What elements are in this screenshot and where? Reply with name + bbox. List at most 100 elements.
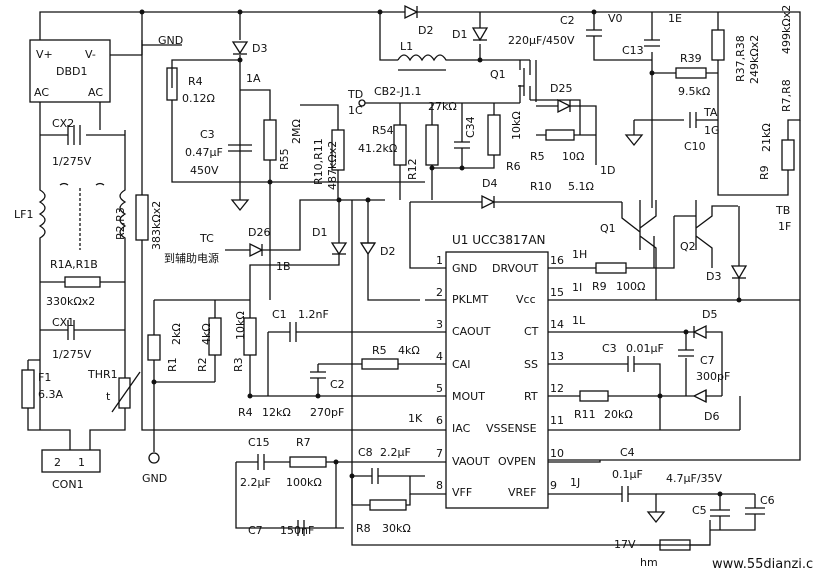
c13-label: C13 (622, 44, 644, 57)
r7-resistor (289, 456, 327, 468)
diode-d2-top (404, 4, 419, 20)
pin-ss: SS (524, 358, 538, 371)
r3-value: 10kΩ (234, 311, 247, 340)
pin-num-2: 2 (436, 286, 443, 299)
r5-value: 4kΩ (398, 344, 420, 357)
c8-label: C8 (358, 446, 373, 459)
v17-resistor (659, 539, 691, 551)
cx2-label: CX2 (52, 117, 74, 130)
v17-label: 17V (614, 538, 636, 551)
r55-value: 2MΩ (290, 119, 303, 144)
l1-label: L1 (400, 40, 413, 53)
con1-label: CON1 (52, 478, 84, 491)
transistor-q1 (621, 200, 657, 300)
c4-value: 0.1μF (612, 468, 643, 481)
connector-con1 (41, 449, 101, 473)
c3-label: C3 (200, 128, 215, 141)
c7b-value: 150nF (280, 524, 314, 537)
r7-label: R7 (296, 436, 311, 449)
r11-value: 20kΩ (604, 408, 633, 421)
pin-num-13: 13 (550, 350, 564, 363)
pin-vcc: Vcc (516, 293, 536, 306)
r2r3-divider: R2,R3 383kΩx2 GND (114, 9, 425, 485)
thr1-label: THR1 (87, 368, 118, 381)
pin-num-4: 4 (436, 350, 443, 363)
diode-d6 (692, 388, 707, 404)
diode-d1 (330, 242, 348, 256)
pin-mout: MOUT (452, 390, 485, 403)
pin-num-5: 5 (436, 382, 443, 395)
r5-top-label: R5 (530, 150, 545, 163)
lf1-label: LF1 (14, 208, 33, 221)
r11-label: R11 (574, 408, 596, 421)
r3-label: R3 (232, 357, 245, 372)
gnd-top-label: GND (158, 34, 183, 47)
pin-vaout: VAOUT (452, 455, 490, 468)
c1-label: C1 (272, 308, 287, 321)
d1-top-label: D1 (452, 28, 467, 41)
power-stage: D3 R4 0.12Ω 1A C3 0.47μF 450V R55 2MΩ R1… (166, 4, 801, 461)
pin-iac: IAC (452, 422, 471, 435)
capacitor-c2-small (310, 371, 326, 396)
capacitor-c10 (633, 112, 718, 135)
capacitor-c15 (235, 454, 425, 529)
r6-value: 10kΩ (510, 111, 523, 140)
q1-label: Q1 (600, 222, 616, 235)
pin-num-1: 1 (436, 254, 443, 267)
r11-resistor (579, 390, 609, 402)
r4-top-value: 0.12Ω (182, 92, 215, 105)
r5-top-value: 10Ω (562, 150, 584, 163)
f1-value: 6.3A (38, 388, 63, 401)
dbd1-vplus: V+ (36, 48, 53, 61)
ta-label: TA (703, 106, 718, 119)
con1-pin1: 1 (78, 456, 85, 469)
c10-label: C10 (684, 140, 706, 153)
pin-num-10: 10 (550, 447, 564, 460)
c2b-label: C2 (330, 378, 345, 391)
node-1b: 1B (276, 260, 291, 273)
r5-resistor (361, 358, 399, 370)
r37r38-resistor (711, 29, 725, 61)
d1-label: D1 (312, 226, 327, 239)
diode-d25 (557, 98, 572, 114)
c34-label: C34 (464, 116, 477, 138)
d3b-label: D3 (706, 270, 721, 283)
diode-d3-top (231, 41, 249, 55)
c2-label: C2 (560, 14, 575, 27)
r55-label: R55 (278, 148, 291, 170)
r4-label: R4 (238, 406, 253, 419)
vcc-diodes: D1 D2 (249, 197, 711, 546)
pin-cai: CAI (452, 358, 470, 371)
input-section: V+ V- DBD1 AC AC GND CX2 1/275V LF1 R1A,… (14, 11, 240, 491)
cx2-value: 1/275V (52, 155, 92, 168)
pin-num-7: 7 (436, 447, 443, 460)
r9-value: 100Ω (616, 280, 645, 293)
r7r8-value: 499kΩx2 (780, 5, 793, 54)
gnd-bottom-label: GND (142, 472, 167, 485)
pin-num-16: 16 (550, 254, 564, 267)
capacitor-c8 (351, 468, 425, 505)
watermark: www.55dianzi.com (712, 557, 813, 572)
r39-value: 9.5kΩ (678, 85, 710, 98)
cx1-value: 1/275V (52, 348, 92, 361)
pin-rt: RT (524, 390, 538, 403)
d2-label: D2 (380, 245, 395, 258)
diode-d5 (692, 324, 707, 340)
r2-label: R2 (196, 357, 209, 372)
r1a-label: R1A,R1B (50, 258, 98, 271)
r1a-resistor (64, 276, 101, 288)
ic-body (445, 251, 549, 509)
tb-label: TB (775, 204, 790, 217)
c8-value: 2.2μF (380, 446, 411, 459)
r3-resistor (243, 317, 257, 356)
r54-value: 41.2kΩ (358, 142, 397, 155)
bridge-rectifier-dbd1 (29, 39, 111, 103)
ic-u1: U1 UCC3817AN GND PKLMT CAOUT CAI MOUT IA… (409, 202, 575, 509)
c3-voltage: 450V (190, 164, 219, 177)
r37-label: R37,R38 (734, 35, 747, 82)
c3b-label: C3 (602, 342, 617, 355)
r2-value: 4kΩ (200, 323, 213, 345)
con1-pin2: 2 (54, 456, 61, 469)
r10r11-resistor (331, 129, 345, 171)
